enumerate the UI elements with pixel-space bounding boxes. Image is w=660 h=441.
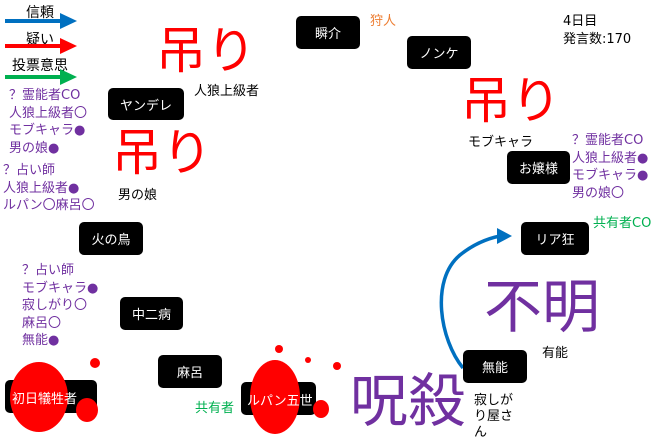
trust-arrow-muno-to-riakyou <box>439 228 512 370</box>
player-chuunibyou[interactable]: 中二病 <box>120 297 183 330</box>
fate-hang-3: 吊り <box>461 72 561 130</box>
post-count: 発言数:170 <box>563 32 632 47</box>
legend-doubt-arrow <box>5 38 77 54</box>
claim-item: ルパン〇麻呂〇 <box>3 198 95 213</box>
claim-item: モブキャラ● <box>572 168 649 183</box>
legend-trust-arrow <box>5 13 77 29</box>
claim-item: 男の娘● <box>9 140 60 156</box>
label-yuunou: 有能 <box>542 346 569 361</box>
legend-vote-arrow <box>5 69 77 85</box>
player-riakyou[interactable]: リア狂 <box>521 222 589 255</box>
label-otokonoko: 男の娘 <box>118 188 158 203</box>
label-sabishigari: 寂しがり屋さん <box>474 393 514 440</box>
claim-item: ？占い師 <box>3 163 56 178</box>
fate-hang-2: 吊り <box>112 124 212 182</box>
legend-trust-label: 信頼 <box>26 5 54 21</box>
claim-item: 無能● <box>22 333 60 348</box>
player-nonke[interactable]: ノンケ <box>407 36 471 69</box>
player-muno[interactable]: 無能 <box>463 350 527 383</box>
day-label: 4日目 <box>563 14 598 29</box>
claim-item: 人狼上級者● <box>3 180 80 196</box>
claims-ojousama: ？霊能者CO 人狼上級者● モブキャラ● 男の娘〇 <box>572 132 648 202</box>
legend-vote-label: 投票意思 <box>12 58 68 74</box>
player-yandere[interactable]: ヤンデレ <box>108 88 184 120</box>
role-sharer-co: 共有者CO <box>593 216 652 231</box>
claim-item: 寂しがり〇 <box>22 298 88 313</box>
player-hinotori[interactable]: 火の鳥 <box>79 222 143 255</box>
claim-item: 人狼上級者〇 <box>9 105 88 121</box>
fate-hang-1: 吊り <box>156 22 256 80</box>
claims-chuunibyou: ？占い師 モブキャラ● 寂しがり〇 麻呂〇 無能● <box>22 262 98 350</box>
fate-unknown: 不明 <box>484 273 601 341</box>
claim-item: 麻呂〇 <box>22 315 62 331</box>
role-hunter: 狩人 <box>370 14 397 29</box>
claim-item: 男の娘〇 <box>572 185 625 201</box>
player-maro[interactable]: 麻呂 <box>158 355 222 388</box>
claim-item: ？霊能者CO <box>9 88 81 103</box>
label-mobukyara: モブキャラ <box>468 135 534 150</box>
player-ojousama[interactable]: お嬢様 <box>507 151 570 184</box>
claims-yandere: ？霊能者CO 人狼上級者〇 モブキャラ● 男の娘● <box>9 87 87 157</box>
player-shunsuke[interactable]: 瞬介 <box>296 16 360 49</box>
fate-cursed: 呪殺 <box>350 367 467 435</box>
player-shonichi[interactable]: 初日犠牲者 <box>12 392 78 407</box>
claim-item: モブキャラ● <box>9 123 86 138</box>
claim-item: ？占い師 <box>22 263 75 278</box>
role-sharer: 共有者 <box>195 401 235 416</box>
claims-otokonoko: ？占い師 人狼上級者● ルパン〇麻呂〇 <box>3 162 95 215</box>
player-lupin[interactable]: ルパン五世 <box>247 394 313 409</box>
claim-item: モブキャラ● <box>22 280 99 296</box>
label-jinro-joukyuu: 人狼上級者 <box>194 84 260 99</box>
claim-item: 人狼上級者● <box>572 150 649 166</box>
claim-item: ？霊能者CO <box>572 133 644 148</box>
